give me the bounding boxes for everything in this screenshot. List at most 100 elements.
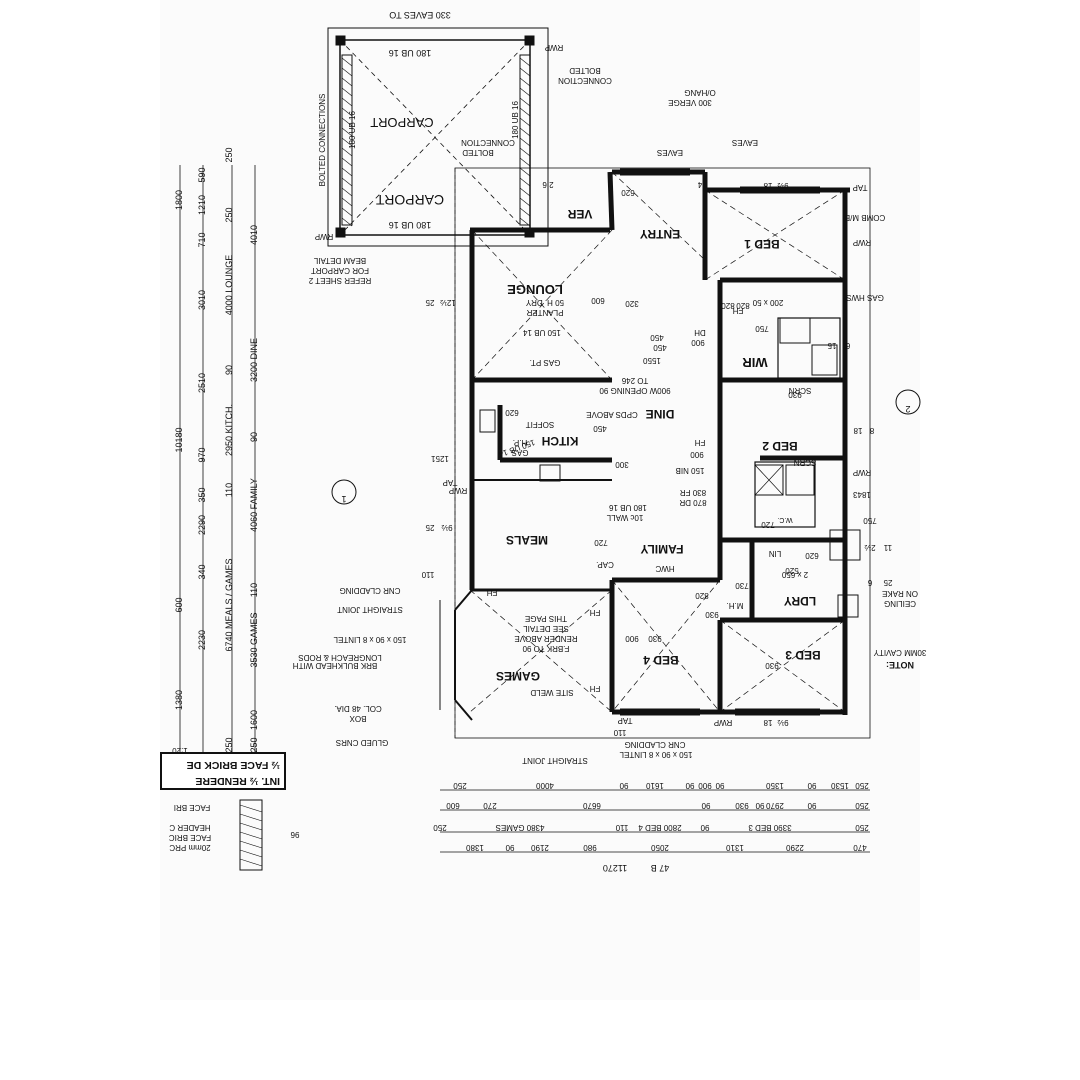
bed3-diagonal [719,619,846,713]
misc-label: 2 x 650 [781,570,808,579]
dim-left-inner: 250 [224,147,234,162]
glued-cnrs-label: GLUED CNRS [336,738,388,747]
dim-bottom-row3: 3390 BED 3 [748,823,792,832]
dim-bottom-row2: 90 [807,801,816,810]
room-kitch: KITCH [542,434,579,448]
pitch-label: 11 [883,543,892,552]
pitch-label: 18 [763,181,772,190]
dim-bottom-row2: 600 [446,801,460,810]
room-dim-label: 720 [761,520,775,529]
site-weld-label: SITE WELD [530,688,573,697]
rwp-label: RWP [315,232,334,241]
dim-bottom-row3: 250 [433,823,447,832]
room-lin: LIN [769,549,782,558]
dim-left-mid: 2290 [197,515,207,535]
pitch-label: 25 [425,523,434,532]
dim-left-outer: 1380 [174,690,184,710]
room-bed2: BED 2 [762,439,798,453]
dim-bottom-row2: 90 [701,801,710,810]
dim-left-mid: 3010 [197,290,207,310]
dim-left-far: 3200 DINE [249,338,259,382]
dim-bottom-row4: 470 [853,843,867,852]
dim-bottom-row4: 2290 [786,843,804,852]
entry-wall [607,171,615,231]
wall-10c-label: 10c WALL [606,513,643,522]
dim-bottom-row1: 250 [855,781,869,790]
eaves-outline [454,167,871,739]
room-dim-label: 730 [735,581,749,590]
dim-bottom-row1: 4000 [536,781,554,790]
dim-bottom-row2: 90 [755,801,764,810]
bolted-label: BOLTED [462,148,494,157]
dim-bottom-row1: 90 [685,781,694,790]
soffit-label: SOFFIT [526,420,555,429]
render-above-label: RENDER ABOVE [514,634,577,643]
hatch [519,127,531,137]
for-carport-label: FOR CARPORT [311,266,369,275]
room-dim-label: 900 [625,634,639,643]
cnr-cladding-label: CNR CLADDING [340,586,401,595]
dim-total: 11270 [603,863,627,873]
hatch [519,77,531,87]
fh-label: FH [732,306,743,315]
hatch [519,177,531,187]
room-entry: ENTRY [640,227,680,241]
tap-label: TAP [853,183,868,192]
comb-mb-label: COMB M/B [845,213,885,222]
carport-post [335,227,346,238]
games-diagonal [469,589,613,713]
room-dim-label: 620 [621,188,635,197]
dim-bottom-row2: 2970 [766,801,784,810]
carport-post [524,35,535,46]
dr-label: 870 DR [679,498,706,507]
room-dim-label: 450 [653,343,667,352]
ohang-label: O/HANG [684,88,716,97]
fr-label: 830 FR [680,488,706,497]
hatch [341,187,353,197]
pitch-label: 25 [883,578,892,587]
dim-bottom-row4: 90 [505,843,514,852]
dim-bottom-row2: 930 [735,801,749,810]
face-bri-label: FACE BRI [174,803,210,812]
dim-left-inner: 110 [224,483,234,497]
shower [754,464,784,496]
connection-label: CONNECTION [461,138,515,147]
vent-2-label: 2 [905,404,910,414]
scrn-label: SCRN [788,386,811,395]
ldry-wc [829,529,861,561]
room-bed4: BED 4 [643,653,679,667]
dim-bottom-row2: 270 [483,801,497,810]
dim-left-mid: 2510 [197,373,207,393]
dim-bottom-row1: 250 [453,781,467,790]
note-int-render: INT. ½ RENDERE [195,775,280,787]
col-label: COL. 48 DIA. [334,704,382,713]
eaves-label: EAVES [657,148,683,157]
scrn-label: SCRN [793,458,816,467]
legend-hatch [239,799,263,871]
rwp-label: RWP [449,486,468,495]
dim-left-inner: 250 [224,207,234,222]
ub-150-label: 150 UB 14 [523,328,561,337]
dim-left-mid: 2230 [197,630,207,650]
games-bay [454,589,473,611]
hatch [341,147,353,157]
room-dim-label: 820 [695,591,709,600]
hatch [519,87,531,97]
face-bric-label: FACE BRIC [169,833,211,842]
ub-beam-label: 180 UB 16 [389,220,432,230]
dim-bottom-row3: 110 [615,823,628,832]
hatch [239,840,263,849]
rwp-label: RWP [714,718,733,727]
dim-bottom-row1: 1610 [646,781,664,790]
dim-bottom-row1: 900 [698,781,712,790]
entry-diagonal [611,171,706,261]
room-dim-label: 930 [648,634,662,643]
hatch [341,167,353,177]
dim-bottom-row4: 1310 [726,843,744,852]
dim-bottom-row1: 90 [715,781,724,790]
rwp-label: RWP [853,468,872,477]
hatch [519,207,531,217]
room-dim-label: 620 [805,551,819,560]
dry-planter-label: 50 H. DRY [525,298,564,307]
